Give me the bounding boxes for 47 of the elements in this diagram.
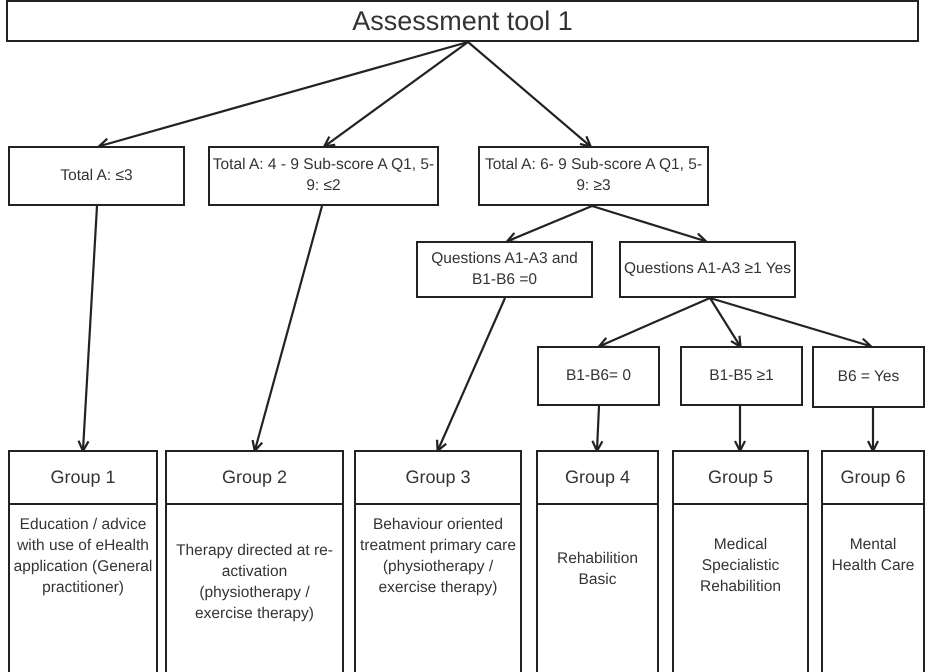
arrow (591, 406, 604, 452)
arrow (598, 297, 710, 348)
group-description: Rehabilition Basic (556, 549, 639, 590)
criteria-box (537, 346, 660, 406)
criteria-label: Total A: ≤3 (60, 166, 133, 186)
group-heading: Group 4 (538, 452, 657, 505)
group-box (536, 450, 659, 672)
criteria-box (619, 241, 796, 298)
group-description: Behaviour oriented treatment primary care (physiotherapy / exercise therapy) (359, 515, 517, 598)
arrow (77, 206, 98, 452)
title-box (6, 0, 919, 42)
arrow (436, 298, 506, 452)
arrow (323, 41, 469, 148)
group-description: Mental Health Care (830, 535, 916, 576)
group-box (165, 450, 344, 672)
group-box (354, 450, 522, 672)
criteria-box (416, 241, 593, 298)
group-heading: Group 2 (167, 452, 342, 505)
arrow (467, 41, 592, 148)
group-heading: Group 3 (356, 452, 520, 505)
group-description: Therapy directed at re-activation (physiotherapy / exercise therapy) (175, 541, 334, 624)
group-heading: Group 1 (10, 452, 156, 505)
group-heading: Group 5 (674, 452, 807, 505)
arrow (506, 204, 592, 244)
arrow (866, 408, 880, 452)
group-box (8, 450, 158, 672)
arrow (709, 297, 742, 348)
criteria-box (812, 346, 925, 408)
criteria-label: B6 = Yes (838, 366, 900, 387)
criteria-box (8, 146, 185, 206)
criteria-label: B1-B5 ≥1 (709, 366, 774, 386)
criteria-label: Total A: 6- 9 Sub-score A Q1, 5-9: ≥3 (484, 155, 704, 196)
diagram-heading: Assessment tool 1 (352, 4, 573, 38)
group-heading: Group 6 (823, 452, 923, 505)
arrow (251, 206, 324, 452)
criteria-box (208, 146, 439, 206)
group-description: Education / advice with use of eHealth application (General practitioner) (12, 515, 154, 598)
criteria-label: Questions A1-A3 and B1-B6 =0 (430, 248, 579, 290)
criteria-label: Total A: 4 - 9 Sub-score A Q1, 5-9: ≤2 (212, 155, 436, 196)
criteria-label: B1-B6= 0 (566, 366, 632, 386)
criteria-box (680, 346, 803, 406)
criteria-box (478, 146, 709, 206)
group-box (821, 450, 925, 672)
group-description: Medical Specialistic Rehabilition (699, 535, 782, 597)
criteria-label: Questions A1-A3 ≥1 Yes (624, 259, 792, 280)
arrow (734, 406, 746, 452)
group-box (672, 450, 809, 672)
